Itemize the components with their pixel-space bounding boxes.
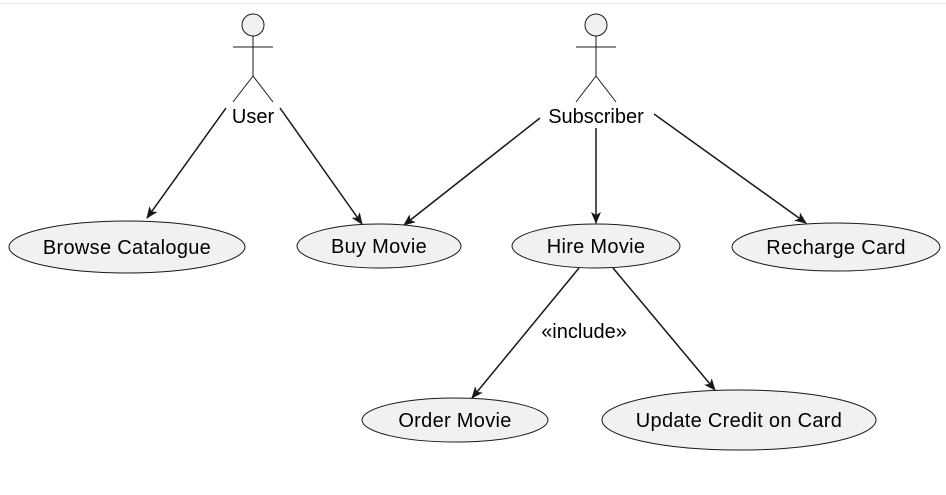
edge-user-buy-movie xyxy=(279,107,363,225)
usecase-browse-catalogue-label: Browse Catalogue xyxy=(43,237,211,259)
usecase-browse-catalogue-shape xyxy=(8,220,246,274)
user-right-leg xyxy=(252,75,274,103)
user-label: User xyxy=(232,106,275,128)
usecase-update-credit-label: Update Credit on Card xyxy=(636,410,842,432)
edge-subscriber-buy-movie xyxy=(403,117,541,226)
usecase-buy-movie-shape xyxy=(296,223,462,269)
usecase-recharge-card-label: Recharge Card xyxy=(766,237,906,259)
usecase-order-movie-shape xyxy=(361,397,549,443)
usecase-recharge-card-shape xyxy=(731,222,941,272)
include-label: «include» xyxy=(541,321,627,343)
usecase-hire-movie-shape xyxy=(511,223,681,269)
edge-hire-order-movie xyxy=(471,267,580,399)
usecase-browse-catalogue[interactable]: Browse Catalogue xyxy=(8,220,246,274)
usecase-update-credit-shape xyxy=(601,389,877,451)
actor-user[interactable]: User xyxy=(232,13,275,128)
usecase-order-movie[interactable]: Order Movie xyxy=(361,397,549,443)
subscriber-head xyxy=(584,13,608,37)
usecase-hire-movie[interactable]: Hire Movie xyxy=(511,223,681,269)
user-left-leg xyxy=(232,75,254,103)
usecase-buy-movie[interactable]: Buy Movie xyxy=(296,223,462,269)
usecase-hire-movie-label: Hire Movie xyxy=(547,236,646,258)
usecase-buy-movie-label: Buy Movie xyxy=(331,236,427,258)
edge-user-browse-catalogue xyxy=(146,107,227,219)
user-head xyxy=(241,13,265,37)
edge-subscriber-recharge-card xyxy=(653,113,807,224)
subscriber-right-leg xyxy=(595,75,617,103)
edge-hire-update-credit xyxy=(612,267,716,391)
actor-subscriber[interactable]: Subscriber xyxy=(548,13,644,128)
usecase-update-credit[interactable]: Update Credit on Card xyxy=(601,389,877,451)
subscriber-label: Subscriber xyxy=(548,106,644,128)
usecase-recharge-card[interactable]: Recharge Card xyxy=(731,222,941,272)
usecase-order-movie-label: Order Movie xyxy=(398,410,511,432)
top-border-line xyxy=(0,3,946,4)
subscriber-left-leg xyxy=(575,75,597,103)
